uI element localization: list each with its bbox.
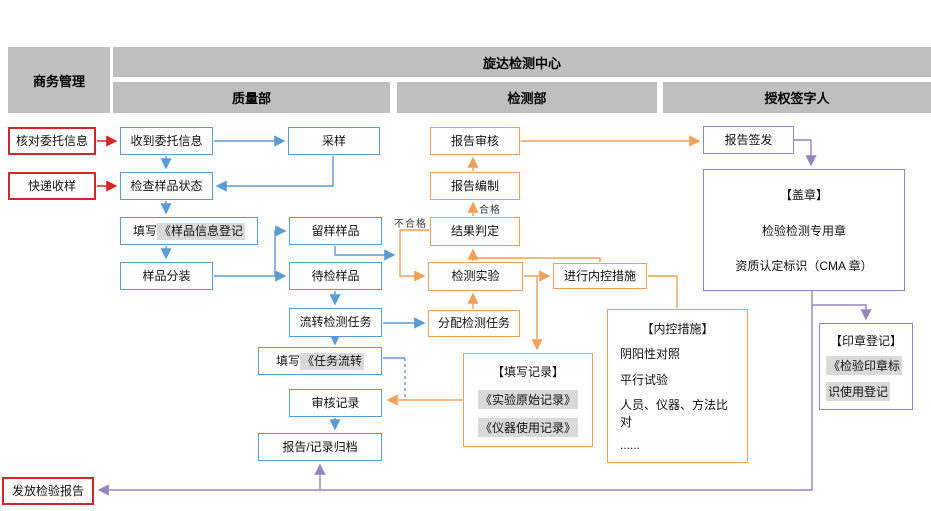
node-report-prepare: 报告编制 [430,172,520,200]
node-check-commission: 核对委托信息 [8,127,96,155]
edge-label-fail: 不合格 [394,219,427,230]
seal-item-2: 资质认定标识（CMA 章） [735,259,873,273]
fill-task-prefix: 填写 [275,353,300,368]
seal-title: 【盖章】 [779,188,828,202]
node-fill-task-transfer: 填写《任务流转 [258,347,382,375]
node-retained-sample: 留样样品 [289,217,382,245]
group-seal-register: 【印章登记】 《检验印章标 识使用登记 [819,323,913,410]
node-report-review: 报告审核 [430,127,520,155]
node-internal-control: 进行内控措施 [553,263,647,289]
seal-register-title: 【印章登记】 [829,334,902,348]
header-center-title: 旋达检测中心 [113,47,931,77]
node-review-record: 审核记录 [289,389,382,417]
edge-label-pass: 合格 [479,205,501,216]
fill-record-item-2: 《仪器使用记录》 [477,418,578,437]
node-result-judge: 结果判定 [430,217,520,246]
fill-record-title: 【填写记录】 [491,365,564,379]
fill-record-item-1: 《实验原始记录》 [477,389,578,409]
node-receive-commission: 收到委托信息 [120,127,213,155]
header-dept-testing: 检测部 [397,82,657,113]
node-sample-split: 样品分装 [120,262,213,290]
header-commerce: 商务管理 [8,47,110,113]
group-fill-record: 【填写记录】 《实验原始记录》 《仪器使用记录》 [463,353,593,447]
control-measures-title: 【内控措施】 [641,322,714,336]
node-check-sample-status: 检查样品状态 [120,172,213,200]
control-measure-4: ...... [620,438,641,452]
header-dept-signer: 授权签字人 [663,82,931,113]
fill-sample-highlight: 《样品信息登记 [157,222,246,240]
control-measure-3: 人员、仪器、方法比对 [620,397,729,429]
node-report-sign: 报告签发 [703,126,794,154]
seal-register-item-1: 《检验印章标 [826,356,903,375]
node-assign-task: 分配检测任务 [428,310,520,337]
node-issue-report: 发放检验报告 [2,477,94,505]
node-sampling: 采样 [288,127,380,155]
node-test-experiment: 检测实验 [428,262,523,291]
control-measure-1: 阴阳性对照 [620,347,681,362]
group-control-measures: 【内控措施】 阴阳性对照 平行试验 人员、仪器、方法比对 ...... [607,309,748,463]
seal-register-item-2: 识使用登记 [826,382,891,401]
node-fill-sample-register: 填写《样品信息登记 [120,217,258,245]
control-measure-2: 平行试验 [620,372,669,387]
node-express-receive: 快递收样 [8,172,96,200]
seal-item-1: 检验检测专用章 [761,223,846,238]
header-dept-quality: 质量部 [113,82,390,113]
fill-sample-prefix: 填写 [132,223,157,238]
node-transfer-task: 流转检测任务 [289,308,382,337]
node-archive: 报告/记录归档 [258,433,382,461]
fill-task-highlight: 《任务流转 [300,352,365,370]
node-pending-sample: 待检样品 [289,262,382,290]
group-seal: 【盖章】 检验检测专用章 资质认定标识（CMA 章） [703,169,905,291]
